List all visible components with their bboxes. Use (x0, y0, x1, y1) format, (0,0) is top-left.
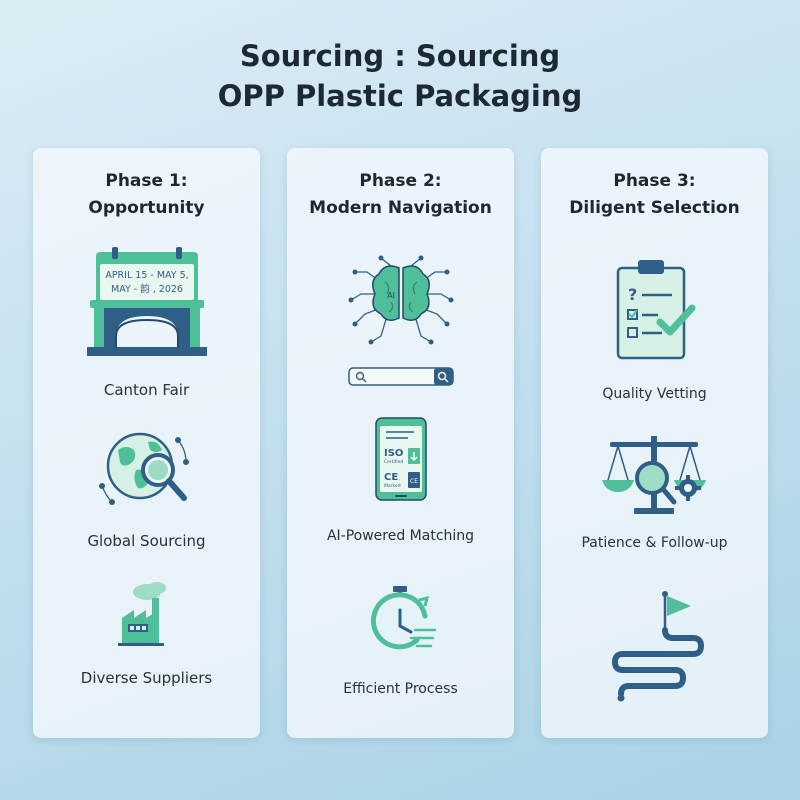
patience-followup-label: Patience & Follow-up (581, 535, 728, 551)
brain-ai-text: AI (387, 291, 395, 300)
efficient-process-label: Efficient Process (343, 681, 458, 697)
title-line-1: Sourcing : Sourcing (239, 39, 561, 73)
phase-3-title: Phase 3: Diligent Selection (541, 168, 768, 222)
phase-1-name: Opportunity (88, 198, 205, 218)
svg-text:?: ? (628, 285, 637, 304)
svg-text:CE: CE (410, 478, 418, 485)
iso-sub-text: Certified (384, 459, 403, 465)
phase-1-title: Phase 1: Opportunity (33, 168, 260, 222)
scale-gear-icon (541, 430, 768, 520)
quality-vetting-label: Quality Vetting (602, 386, 707, 402)
title-line-2: OPP Plastic Packaging (217, 79, 583, 113)
phase-3-card: Phase 3: Diligent Selection ? Quality Ve… (541, 148, 768, 738)
phase-2-card: Phase 2: Modern Navigation AI (287, 148, 514, 738)
phase-2-number: Phase 2: (359, 171, 442, 191)
ce-sub-text: Marked (384, 483, 401, 489)
ai-brain-icon: AI (287, 252, 514, 352)
page-title: Sourcing : Sourcing OPP Plastic Packagin… (0, 36, 800, 116)
ai-matching-label: AI-Powered Matching (326, 528, 475, 544)
search-bar-icon (287, 366, 514, 388)
diverse-suppliers-label: Diverse Suppliers (80, 669, 213, 687)
winding-path-flag-icon (541, 588, 768, 704)
factory-icon (33, 580, 260, 650)
globe-magnifier-icon (33, 424, 260, 514)
phase-2-title: Phase 2: Modern Navigation (287, 168, 514, 222)
canton-fair-date-line-2: MAY - 韵 , 2026 (111, 283, 183, 295)
phase-3-name: Diligent Selection (569, 198, 740, 218)
canton-fair-date-line-1: APRIL 15 - MAY 5, (105, 270, 188, 281)
canton-fair-label: Canton Fair (103, 381, 190, 399)
iso-text: ISO (384, 448, 403, 459)
ce-text: CE (384, 472, 398, 483)
stopwatch-icon (287, 584, 514, 660)
calendar-arch-icon: APRIL 15 - MAY 5, MAY - 韵 , 2026 (33, 244, 260, 364)
phase-3-number: Phase 3: (613, 171, 696, 191)
checklist-clipboard-icon: ? (541, 258, 768, 362)
phase-2-name: Modern Navigation (309, 198, 492, 218)
phase-1-number: Phase 1: (105, 171, 188, 191)
global-sourcing-label: Global Sourcing (87, 532, 206, 550)
phone-certificate-icon: ISO Certified CE Marked CE (287, 416, 514, 502)
phase-1-card: Phase 1: Opportunity APRIL 15 - MAY 5, M… (33, 148, 260, 738)
